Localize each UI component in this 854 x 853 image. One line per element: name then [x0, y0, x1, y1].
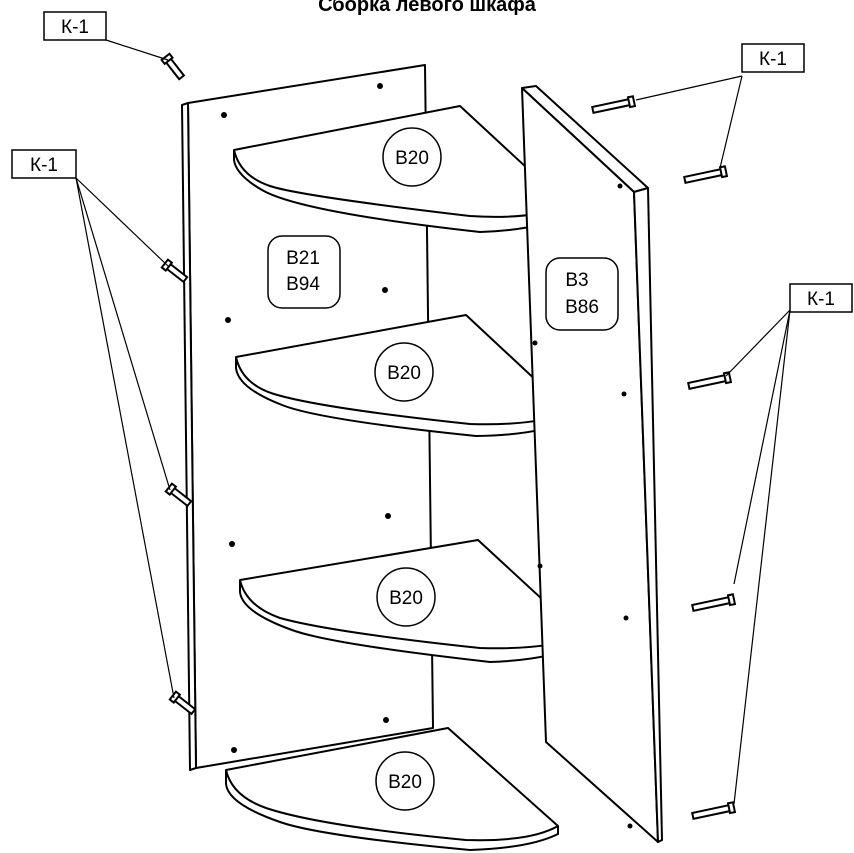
right-panel-label-1: В3 [565, 270, 588, 291]
fastener-label: К-1 [807, 289, 835, 310]
fastener-label: К-1 [30, 155, 58, 176]
right-side-panel [521, 85, 663, 843]
fastener-labels: К-1 К-1 К-1 К-1 [11, 11, 853, 313]
shelf-labels: В20 В20 В20 В20 [374, 127, 442, 811]
left-panel-label-2: В94 [286, 274, 320, 295]
right-panel-label-2: В86 [565, 297, 599, 318]
shelf-label: В20 [395, 148, 429, 169]
mounting-holes [221, 83, 633, 829]
screws [160, 52, 737, 821]
diagram-title: Сборка левого шкафа [318, 0, 536, 16]
left-panel-label-1: В21 [286, 248, 320, 269]
shelf-label: В20 [389, 588, 423, 609]
fastener-label: К-1 [61, 17, 89, 38]
panel-labels: В21 В94 В3 В86 [267, 235, 619, 331]
fastener-label: К-1 [759, 49, 787, 70]
leader-lines [75, 39, 791, 805]
shelf-label: В20 [387, 363, 421, 384]
shelf-label: В20 [388, 772, 422, 793]
